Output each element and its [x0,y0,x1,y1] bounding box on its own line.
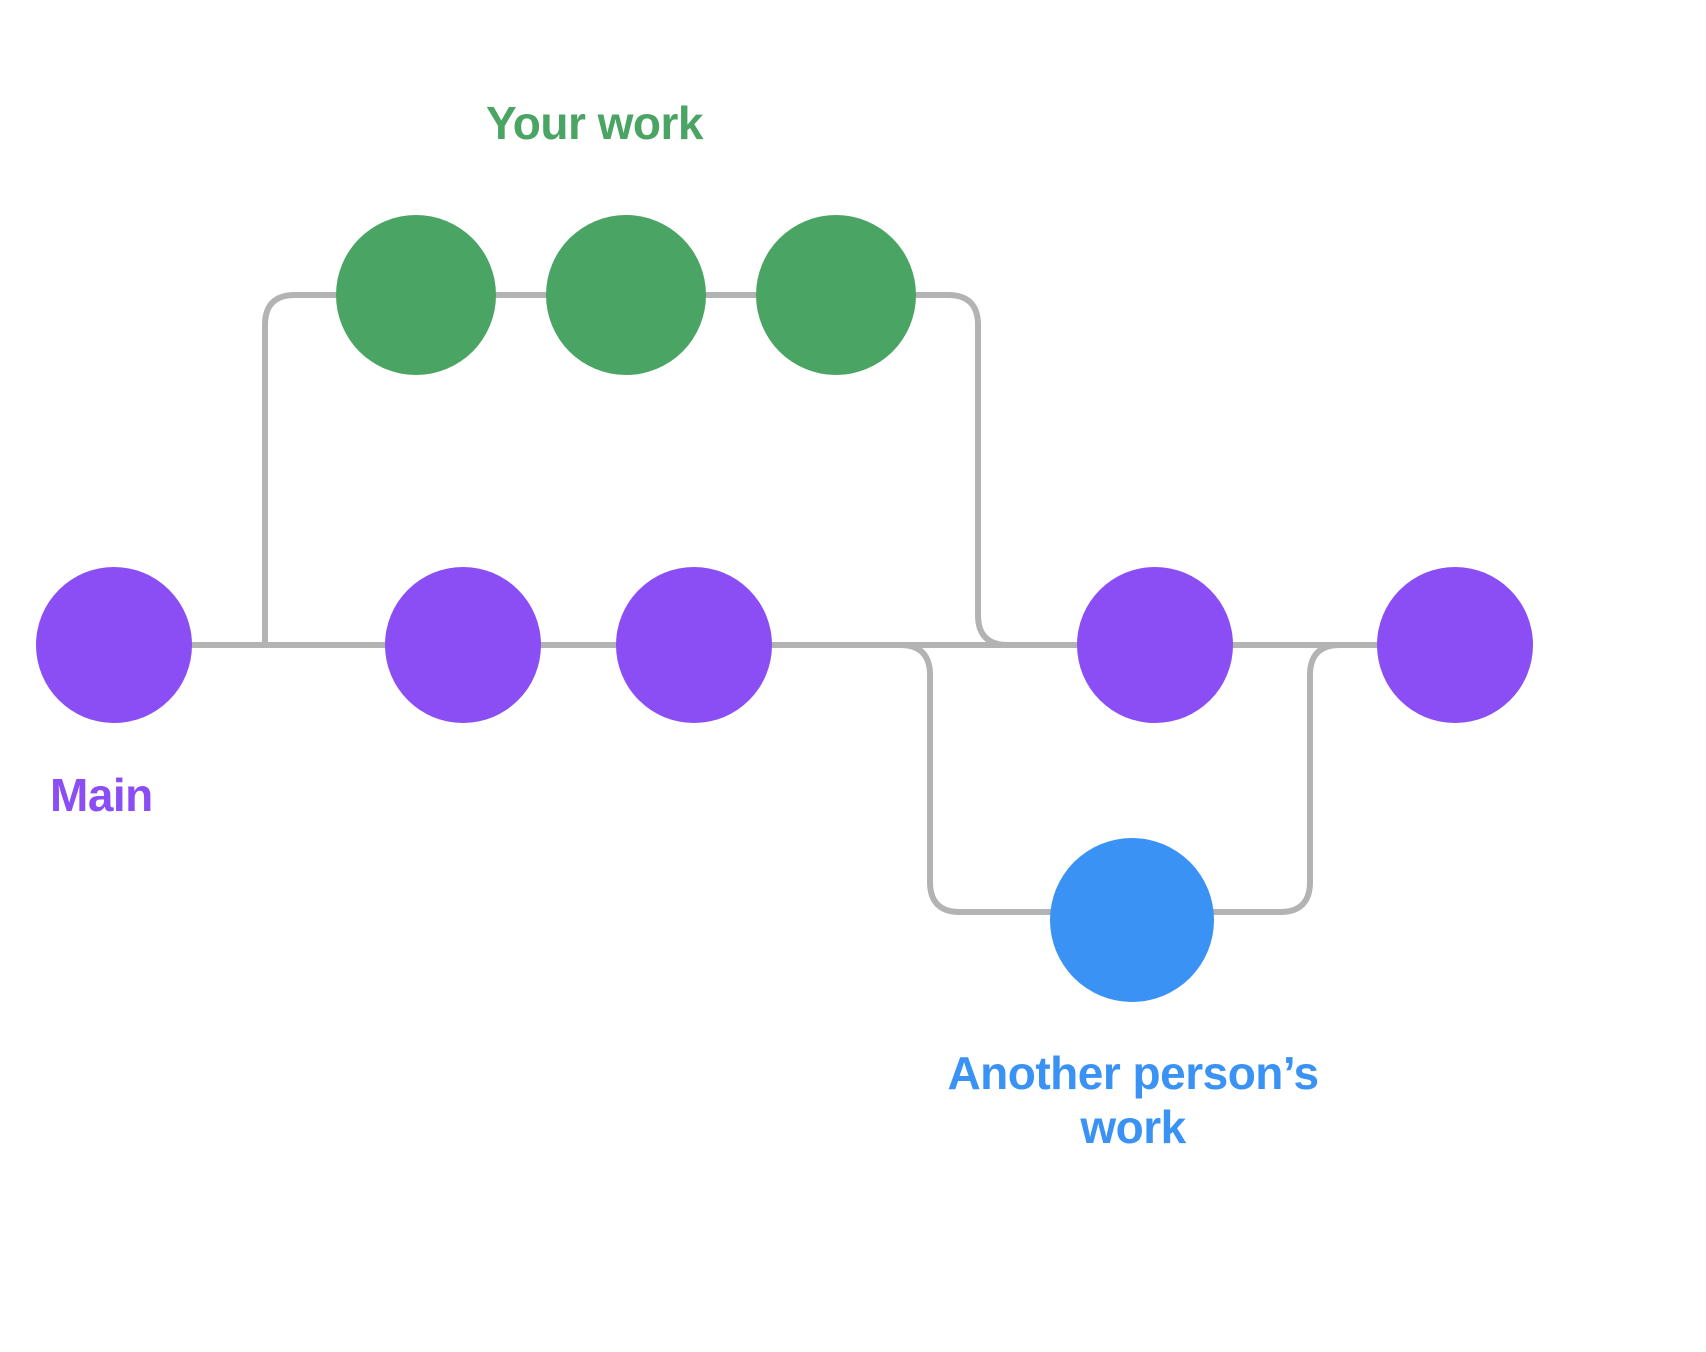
commit-node-feature-3[interactable] [756,215,916,375]
commit-node-main-1[interactable] [36,567,192,723]
commit-node-main-4[interactable] [1077,567,1233,723]
connector-feature-merge-to-main [913,292,1080,648]
connector-branch-out-to-other [857,642,1053,915]
commit-node-main-3[interactable] [616,567,772,723]
commit-node-feature-1[interactable] [336,215,496,375]
branch-label-your-work: Your work [486,97,704,149]
commit-node-main-5[interactable] [1377,567,1533,723]
connector-layer [189,292,1380,915]
connector-branch-out-to-feature [262,292,339,648]
commit-node-layer [36,215,1533,1002]
commit-node-other-1[interactable] [1050,838,1214,1002]
commit-node-main-2[interactable] [385,567,541,723]
connector-other-merge-to-main [1211,642,1380,915]
commit-node-feature-2[interactable] [546,215,706,375]
branch-label-main: Main [50,769,153,821]
